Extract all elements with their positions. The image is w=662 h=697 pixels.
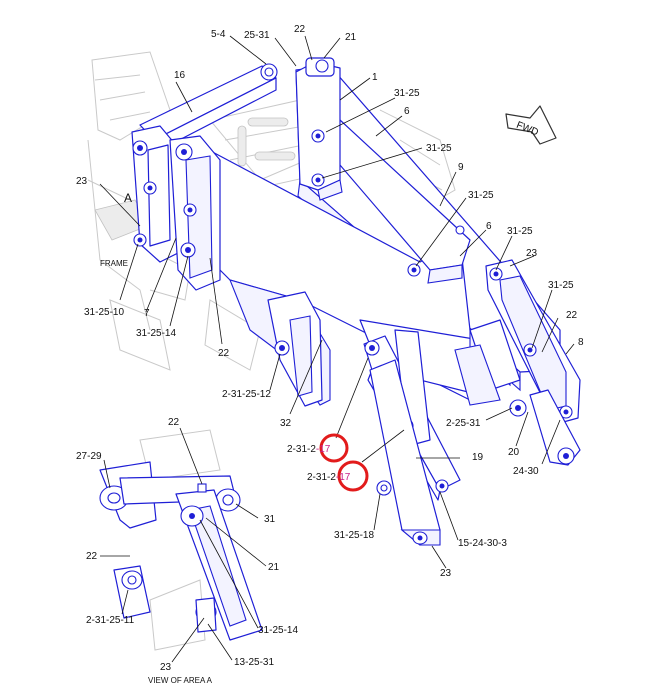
callout-16[interactable]: 16 bbox=[174, 70, 186, 81]
callout-6-a[interactable]: 6 bbox=[404, 106, 410, 117]
callout-22-right[interactable]: 22 bbox=[566, 310, 578, 321]
callout-32[interactable]: 32 bbox=[280, 418, 292, 429]
callout-31-25-18[interactable]: 31-25-18 bbox=[334, 530, 374, 541]
highlight-ring-17-lower bbox=[337, 460, 369, 492]
detail-callout-22[interactable]: 22 bbox=[168, 417, 180, 428]
callout-31-25-c[interactable]: 31-25 bbox=[468, 190, 494, 201]
link-arm-6 bbox=[309, 119, 471, 284]
forward-direction-arrow: FWD bbox=[505, 105, 557, 145]
leader-lines bbox=[99, 35, 575, 663]
callout-area-a[interactable]: A bbox=[124, 191, 132, 205]
callout-1[interactable]: 1 bbox=[372, 72, 378, 83]
callout-23-right[interactable]: 23 bbox=[526, 248, 538, 259]
plate-32 bbox=[267, 291, 323, 407]
callout-2-31-2-17-lower[interactable]: 2-31-2-17 bbox=[307, 472, 351, 483]
detail-callout-31-25-14[interactable]: 31-25-14 bbox=[258, 625, 298, 636]
detail-callout-31[interactable]: 31 bbox=[264, 514, 276, 525]
callout-8[interactable]: 8 bbox=[578, 337, 584, 348]
callout-22-mid[interactable]: 22 bbox=[218, 348, 230, 359]
callout-31-25-a[interactable]: 31-25 bbox=[394, 88, 420, 99]
right-tower-8 bbox=[485, 259, 581, 425]
tower-31-25-14 bbox=[169, 135, 221, 291]
callout-2-25-31[interactable]: 2-25-31 bbox=[446, 418, 481, 429]
pin-31-25-mid-1 bbox=[407, 263, 421, 277]
callout-19[interactable]: 19 bbox=[472, 452, 484, 463]
pin-31-25-mid-2 bbox=[455, 225, 465, 235]
callout-2-31-2-17-upper[interactable]: 2-31-2-17 bbox=[287, 444, 331, 455]
detail-callout-23[interactable]: 23 bbox=[160, 662, 172, 673]
callout-31-25-10[interactable]: 31-25-10 bbox=[84, 307, 124, 318]
callout-7[interactable]: 7 bbox=[144, 308, 150, 319]
callout-31-25-b[interactable]: 31-25 bbox=[426, 143, 452, 154]
ghost-pin-3 bbox=[237, 125, 247, 167]
arm-24-30 bbox=[509, 389, 581, 466]
callout-labels: 5-4 25-31 22 21 16 1 31-25 6 31-25 9 23 … bbox=[76, 24, 584, 685]
callout-17-lower-highlight[interactable]: -17 bbox=[336, 472, 351, 483]
callout-20[interactable]: 20 bbox=[508, 447, 520, 458]
detail-callout-21[interactable]: 21 bbox=[268, 562, 280, 573]
callout-25-31[interactable]: 25-31 bbox=[244, 30, 270, 41]
ghost-pin-2 bbox=[254, 151, 296, 161]
cross-tube-16 bbox=[139, 63, 278, 153]
detail-callout-27-29[interactable]: 27-29 bbox=[76, 451, 102, 462]
highlight-rings bbox=[319, 433, 369, 492]
main-assembly bbox=[131, 57, 581, 546]
callout-31-25-d[interactable]: 31-25 bbox=[507, 226, 533, 237]
detail-callout-13-25-31[interactable]: 13-25-31 bbox=[234, 657, 274, 668]
pin-31-25-18 bbox=[376, 480, 392, 496]
callout-15-24-30-3[interactable]: 15-24-30-3 bbox=[458, 538, 507, 549]
lower-link-23 bbox=[369, 359, 441, 546]
callout-24-30[interactable]: 24-30 bbox=[513, 466, 539, 477]
left-tower-7 bbox=[131, 125, 181, 263]
top-support-22-21 bbox=[295, 57, 343, 201]
callout-5-4[interactable]: 5-4 bbox=[211, 29, 226, 40]
callout-6-b[interactable]: 6 bbox=[486, 221, 492, 232]
callout-9[interactable]: 9 bbox=[458, 162, 464, 173]
detail-callout-2-31-25-11[interactable]: 2-31-25-11 bbox=[86, 615, 135, 626]
callout-17-upper-highlight[interactable]: -17 bbox=[316, 444, 331, 455]
detail-view-caption: VIEW OF AREA A bbox=[148, 676, 213, 685]
callout-2-31-25-12[interactable]: 2-31-25-12 bbox=[222, 389, 271, 400]
cylinder-body bbox=[454, 319, 521, 406]
callout-21-top[interactable]: 21 bbox=[345, 32, 357, 43]
callout-22-top[interactable]: 22 bbox=[294, 24, 306, 35]
highlight-ring-17-upper bbox=[319, 433, 349, 463]
frame-label: FRAME bbox=[100, 259, 128, 268]
callout-31-25-14[interactable]: 31-25-14 bbox=[136, 328, 176, 339]
detail-view-area-a bbox=[99, 429, 263, 651]
detail-callout-22-b[interactable]: 22 bbox=[86, 551, 98, 562]
callout-31-25-e[interactable]: 31-25 bbox=[548, 280, 574, 291]
callout-23-left[interactable]: 23 bbox=[76, 176, 88, 187]
ghost-pin-1 bbox=[247, 117, 289, 127]
callout-23-bottom[interactable]: 23 bbox=[440, 568, 452, 579]
